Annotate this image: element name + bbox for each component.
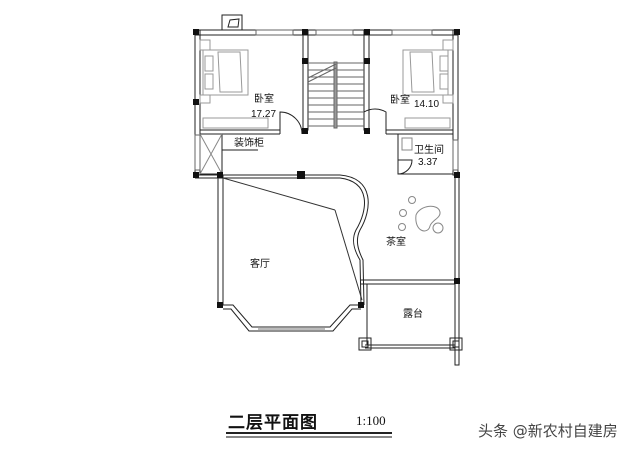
label-decor-cabinet: 装饰柜 — [234, 138, 264, 149]
chimney-icon — [221, 14, 243, 31]
bed-left-icon — [199, 39, 269, 129]
room-area-bedroom-right: 14.10 — [414, 99, 440, 110]
room-label-terrace: 露台 — [403, 309, 423, 320]
watermark: 头条 @新农村自建房 — [478, 422, 618, 440]
bed-right-icon — [402, 39, 454, 129]
drawing-title: 二层平面图 — [228, 413, 318, 433]
title-underline — [226, 432, 392, 434]
title-underline-secondary — [226, 436, 392, 438]
room-label-bathroom: 卫生间 — [414, 145, 444, 156]
room-label-bedroom-right: 卧室 — [390, 95, 410, 106]
room-area-bedroom-left: 17.27 — [251, 109, 277, 120]
room-label-living-room: 客厅 — [250, 259, 270, 270]
structural-columns — [193, 29, 460, 308]
drawing-scale: 1:100 — [356, 413, 386, 428]
room-area-bathroom: 3.37 — [418, 157, 438, 168]
room-label-tea-room: 茶室 — [386, 237, 406, 248]
room-label-bedroom-left: 卧室 — [254, 94, 274, 105]
